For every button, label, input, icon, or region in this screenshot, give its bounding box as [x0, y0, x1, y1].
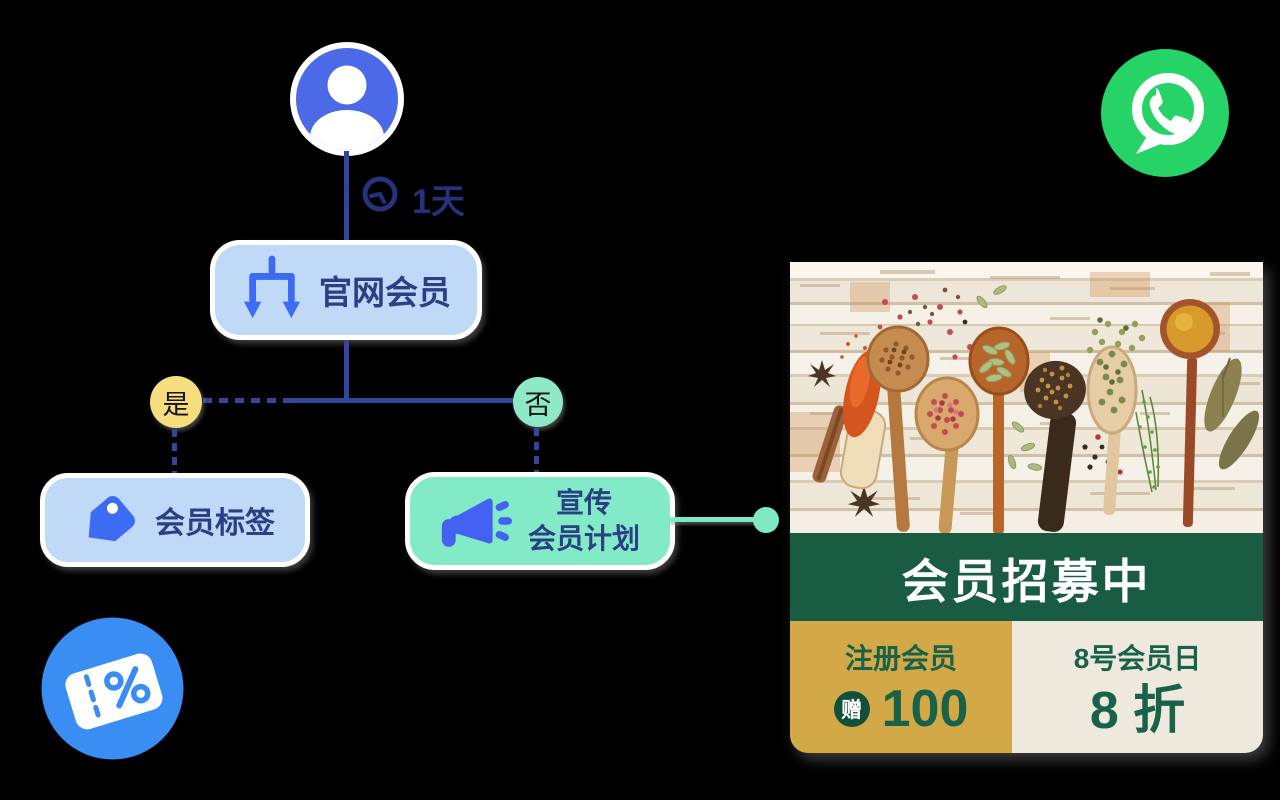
connector-node-to-branch [344, 340, 349, 400]
discount-coupon-icon [41, 617, 184, 760]
branch-yes-badge: 是 [150, 376, 202, 428]
whatsapp-icon [1101, 49, 1229, 177]
flow-node-website-member: 官网会员 [210, 240, 482, 340]
megaphone-icon [441, 498, 512, 547]
delay-label: 1天 [412, 183, 465, 221]
gift-value: 100 [881, 680, 969, 738]
connector-to-card [668, 517, 760, 522]
signup-offer-section: 注册会员 赠 100 [790, 621, 1012, 753]
card-title-band: 会员招募中 [790, 533, 1263, 621]
promo-card: 会员招募中 注册会员 赠 100 8号会员日 8 折 [790, 262, 1263, 753]
branch-no-label: 否 [524, 389, 552, 420]
connector-dot [753, 507, 779, 533]
branch-yes-label: 是 [162, 389, 190, 420]
member-day-heading: 8号会员日 [1073, 643, 1202, 674]
flow-node-member-tag: 会员标签 [40, 473, 310, 567]
spices-photo [790, 262, 1263, 533]
branch-line-dashed [203, 398, 287, 403]
connector-no-dashed [534, 428, 539, 473]
branch-split-icon [243, 255, 301, 319]
branch-line-solid [287, 398, 516, 403]
signup-heading: 注册会员 [844, 643, 957, 674]
member-day-discount: 8 折 [1089, 682, 1186, 740]
gift-badge: 赠 [833, 691, 870, 727]
node-label: 会员标签 [155, 507, 275, 540]
member-day-section: 8号会员日 8 折 [1012, 621, 1263, 753]
card-title: 会员招募中 [901, 554, 1152, 608]
node-label: 官网会员 [319, 274, 451, 311]
tag-icon [88, 496, 135, 542]
connector-avatar-to-node [344, 151, 349, 241]
user-avatar-icon [290, 42, 404, 156]
flow-node-promote-plan: 宣传会员计划 [405, 472, 675, 570]
clock-icon [362, 176, 398, 212]
branch-no-badge: 否 [513, 377, 563, 427]
node-label: 宣传会员计划 [527, 486, 640, 554]
connector-yes-dashed [172, 429, 177, 473]
